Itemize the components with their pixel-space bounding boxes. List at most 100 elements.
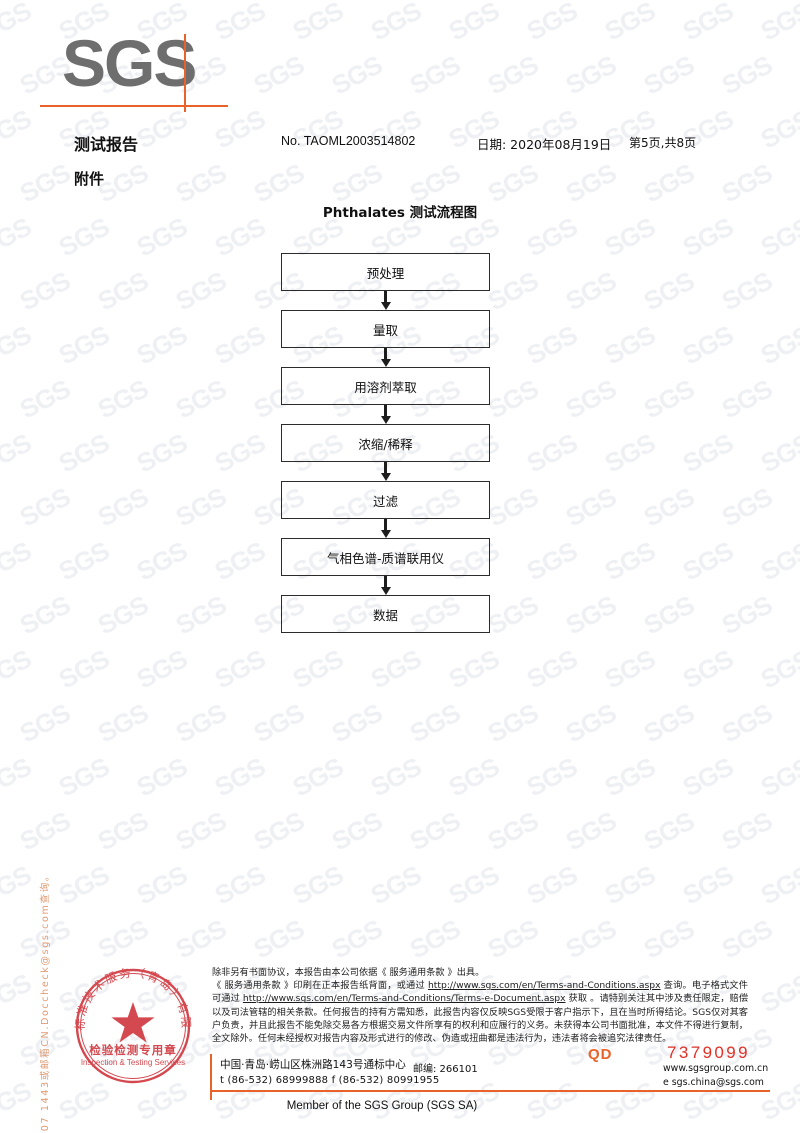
watermark-text: SGS xyxy=(755,0,800,47)
watermark-text: SGS xyxy=(248,913,309,965)
website-url[interactable]: www.sgsgroup.com.cn xyxy=(663,1063,769,1074)
flow-step-label: 过滤 xyxy=(372,493,398,509)
watermark-text: SGS xyxy=(92,913,153,965)
watermark-text: SGS xyxy=(405,1130,465,1133)
flow-step-box: 过滤 xyxy=(281,481,490,519)
footer-vertical-rule xyxy=(210,1054,212,1100)
watermark-text: SGS xyxy=(755,319,800,371)
watermark-text: SGS xyxy=(755,427,800,479)
footer-horizontal-rule xyxy=(210,1090,770,1092)
flow-step-box: 数据 xyxy=(281,595,490,633)
watermark-text: SGS xyxy=(209,751,270,803)
watermark-text: SGS xyxy=(287,751,348,803)
watermark-text: SGS xyxy=(53,751,114,803)
watermark-text: SGS xyxy=(209,859,270,911)
terms-conditions-link[interactable]: http://www.sgs.com/en/Terms-and-Conditio… xyxy=(427,980,661,992)
watermark-text: SGS xyxy=(170,589,231,641)
watermark-text: SGS xyxy=(560,805,621,857)
watermark-text: SGS xyxy=(326,805,387,857)
flow-step-label: 用溶剂萃取 xyxy=(354,379,417,395)
watermark-text: SGS xyxy=(209,535,270,587)
watermark-text: SGS xyxy=(131,535,192,587)
flowchart-title: Phthalates 测试流程图 xyxy=(322,205,478,221)
flow-step: 浓缩/稀释 xyxy=(281,424,490,462)
watermark-text: SGS xyxy=(521,751,582,803)
watermark-text: SGS xyxy=(170,697,231,749)
page-indicator: 第5页,共8页 xyxy=(629,136,697,150)
flow-arrow-icon xyxy=(281,405,490,424)
watermark-text: SGS xyxy=(638,373,699,425)
seal-star-icon xyxy=(111,1002,155,1043)
watermark-text: SGS xyxy=(483,1130,543,1133)
watermark-text: SGS xyxy=(53,319,114,371)
watermark-text: SGS xyxy=(287,643,348,695)
watermark-text: SGS xyxy=(92,481,153,533)
flow-step: 过滤 xyxy=(281,481,490,519)
email-address[interactable]: e sgs.china@sgs.com xyxy=(663,1077,764,1088)
watermark-text: SGS xyxy=(716,265,777,317)
watermark-text: SGS xyxy=(365,751,426,803)
watermark-text: SGS xyxy=(599,535,660,587)
watermark-text: SGS xyxy=(170,805,231,857)
watermark-text: SGS xyxy=(677,859,738,911)
sgs-logo-text: SGS xyxy=(62,26,197,100)
watermark-text: SGS xyxy=(131,427,192,479)
postal-code: 邮编: 266101 xyxy=(413,1064,478,1075)
watermark-text: SGS xyxy=(677,643,738,695)
watermark-text: SGS xyxy=(482,589,543,641)
watermark-text: SGS xyxy=(482,49,543,101)
watermark-text: SGS xyxy=(716,805,777,857)
watermark-text: SGS xyxy=(482,481,543,533)
watermark-text: SGS xyxy=(755,967,800,1019)
watermark-text: SGS xyxy=(443,751,504,803)
watermark-text: SGS xyxy=(716,913,777,965)
watermark-text: SGS xyxy=(170,913,231,965)
watermark-text: SGS xyxy=(716,589,777,641)
watermark-text: SGS xyxy=(794,913,800,965)
watermark-text: SGS xyxy=(0,967,36,1019)
seal-svg: 通标标准技术服务（青岛）有限公司 检验检测专用章 Inspection & Te… xyxy=(55,951,191,1084)
watermark-text: SGS xyxy=(92,373,153,425)
watermark-text: SGS xyxy=(482,805,543,857)
watermark-text: SGS xyxy=(209,643,270,695)
verification-notice-text: 注意：客户/检测报告在证书的真实性，请通过电话(86-755)8307 1443… xyxy=(37,870,51,1133)
footer-disclaimer: 除非另有书面协议，本报告由本公司依据《 服务通用条款 》出具。 《 服务通用条款… xyxy=(212,966,748,1045)
watermark-text: SGS xyxy=(443,643,504,695)
terms-e-document-link[interactable]: http://www.sgs.com/en/Terms-and-Conditio… xyxy=(242,993,566,1005)
watermark-text: SGS xyxy=(599,751,660,803)
watermark-text: SGS xyxy=(209,319,270,371)
watermark-text: SGS xyxy=(249,1130,309,1133)
flow-step-label: 预处理 xyxy=(366,265,405,281)
flow-step: 用溶剂萃取 xyxy=(281,367,490,405)
disclaimer-text-b: 查询。电子格式文件可通过 xyxy=(212,980,748,1005)
watermark-text: SGS xyxy=(248,49,309,101)
disclaimer-text-c: 获取 。请特别关注其中涉及责任限定，赔偿以及司法管辖的相关条款。任何报告的持有方… xyxy=(212,993,749,1045)
watermark-text: SGS xyxy=(677,535,738,587)
footer-member-note: Member of the SGS Group (SGS SA) xyxy=(286,1100,478,1112)
flow-arrow-icon xyxy=(281,462,490,481)
watermark-text: SGS xyxy=(560,265,621,317)
flow-step-box: 气相色谱-质谱联用仪 xyxy=(281,538,490,576)
flow-step: 气相色谱-质谱联用仪 xyxy=(281,538,490,576)
watermark-text: SGS xyxy=(365,0,426,47)
watermark-text: SGS xyxy=(638,49,699,101)
watermark-text: SGS xyxy=(365,859,426,911)
watermark-text: SGS xyxy=(638,697,699,749)
watermark-text: SGS xyxy=(794,373,800,425)
watermark-text: SGS xyxy=(404,805,465,857)
watermark-text: SGS xyxy=(638,913,699,965)
disclaimer-body: 《 服务通用条款 》印刷在正本报告纸背面，或通过 http://www.sgs.… xyxy=(212,979,748,1045)
watermark-text: SGS xyxy=(326,913,387,965)
watermark-text: SGS xyxy=(521,319,582,371)
flow-arrow-icon xyxy=(281,348,490,367)
watermark-text: SGS xyxy=(93,1130,153,1133)
sgs-logo: SGS xyxy=(62,26,197,100)
flow-arrow-icon xyxy=(281,519,490,538)
watermark-text: SGS xyxy=(794,49,800,101)
watermark-text: SGS xyxy=(92,265,153,317)
disclaimer-line-1: 除非另有书面协议，本报告由本公司依据《 服务通用条款 》出具。 xyxy=(212,967,485,978)
section-subtitle: 附件 xyxy=(74,170,105,188)
logo-vertical-rule xyxy=(184,34,186,112)
watermark-text: SGS xyxy=(482,697,543,749)
watermark-text: SGS xyxy=(599,427,660,479)
